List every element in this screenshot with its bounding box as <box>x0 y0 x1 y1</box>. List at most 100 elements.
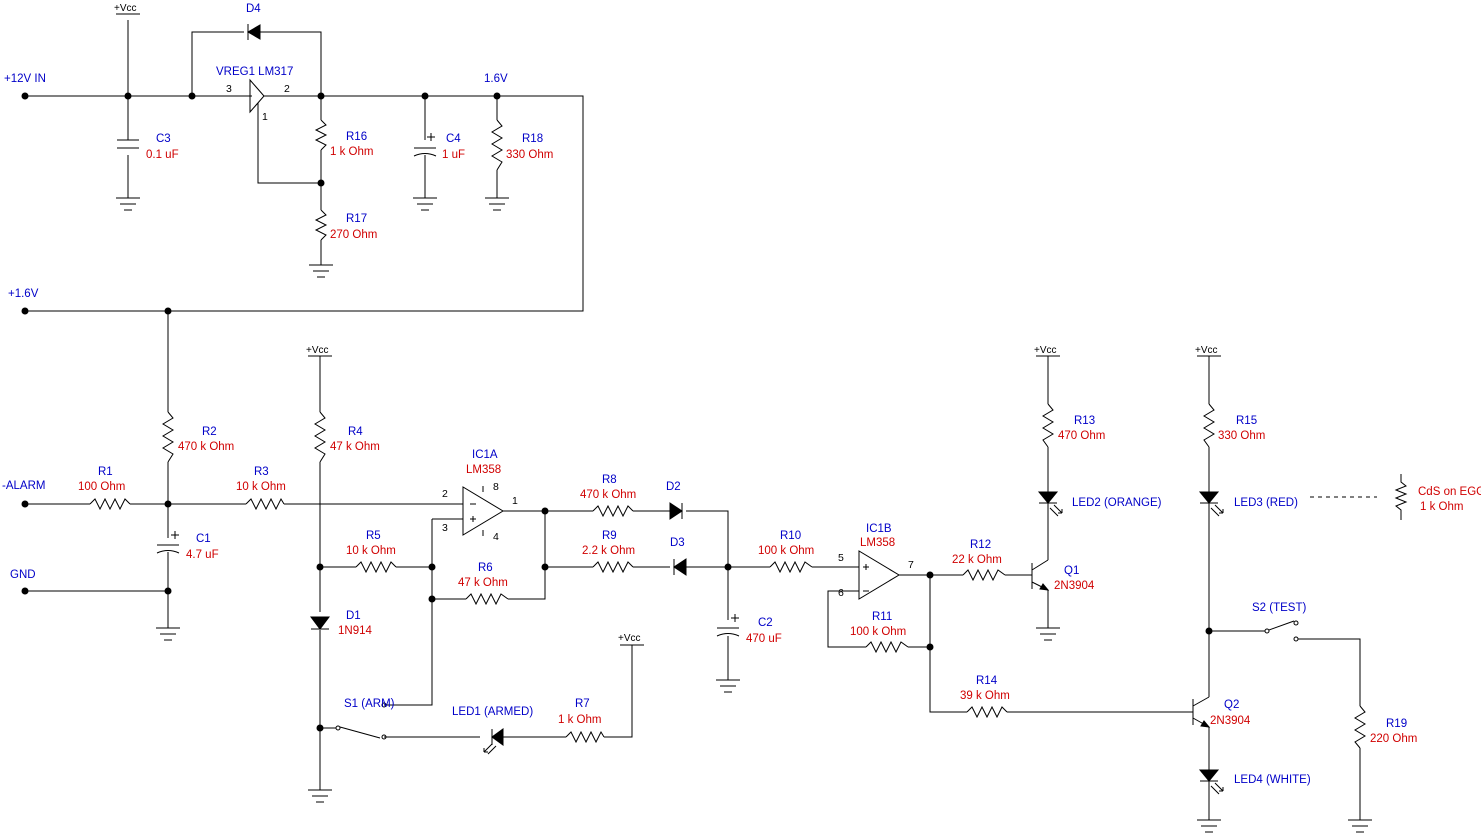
vreg1-ref: VREG1 LM317 <box>216 66 293 78</box>
r13-resistor: R13 470 Ohm <box>1042 403 1105 448</box>
vreg1-pin-out: 2 <box>284 83 290 95</box>
r11-ref: R11 <box>872 611 892 623</box>
d1-value: 1N914 <box>338 625 372 637</box>
r19-value: 220 Ohm <box>1370 733 1417 745</box>
r18-ref: R18 <box>522 133 543 145</box>
led3-ref: LED3 (RED) <box>1234 497 1298 509</box>
r1-resistor: R1 100 Ohm <box>78 466 131 511</box>
net-alarm: -ALARM <box>2 480 45 492</box>
c2-capacitor: C2 470 uF <box>716 614 782 645</box>
r16-ref: R16 <box>346 131 367 143</box>
r2-ref: R2 <box>202 426 217 438</box>
r16-resistor: R16 1 k Ohm <box>314 119 373 158</box>
net-gnd: GND <box>10 569 36 581</box>
ic1b-opamp: IC1B LM358 5 6 7 <box>838 523 914 600</box>
r13-ref: R13 <box>1074 415 1095 427</box>
ic1a-value: LM358 <box>466 464 501 476</box>
vreg1-pin-adj: 1 <box>262 111 268 123</box>
r10-value: 100 k Ohm <box>758 545 814 557</box>
r11-resistor: R11 100 k Ohm <box>850 611 909 654</box>
led2-ref: LED2 (ORANGE) <box>1072 497 1162 509</box>
net-12v-in: +12V IN <box>4 73 46 85</box>
d1-ref: D1 <box>346 610 361 622</box>
vcc-flag-q1: +Vcc <box>1034 345 1060 357</box>
r7-value: 1 k Ohm <box>558 714 601 726</box>
q2-ref: Q2 <box>1224 699 1239 711</box>
junction-dots <box>21 92 1213 732</box>
r2-resistor: R2 470 k Ohm <box>162 411 234 463</box>
q2-npn-transistor: Q2 2N3904 <box>1192 696 1251 728</box>
r17-value: 270 Ohm <box>330 229 377 241</box>
d1-diode: D1 1N914 <box>310 610 372 637</box>
ic1a-opamp: IC1A LM358 2 3 1 8 4 <box>442 449 518 543</box>
ic1b-value: LM358 <box>860 537 895 549</box>
r9-resistor: R9 2.2 k Ohm <box>582 530 635 574</box>
r1-value: 100 Ohm <box>78 481 125 493</box>
led1-ref: LED1 (ARMED) <box>452 706 533 718</box>
c3-capacitor: C3 0.1 uF <box>117 133 179 161</box>
r7-ref: R7 <box>575 698 590 710</box>
r6-resistor: R6 47 k Ohm <box>458 562 509 606</box>
led4-ref: LED4 (WHITE) <box>1234 774 1311 786</box>
vcc-flag-r7: +Vcc <box>618 633 644 646</box>
r18-resistor: R18 330 Ohm <box>491 119 553 171</box>
r4-ref: R4 <box>348 426 363 438</box>
c3-value: 0.1 uF <box>146 149 179 161</box>
c2-value: 470 uF <box>746 633 782 645</box>
d3-ref: D3 <box>670 537 685 549</box>
r14-ref: R14 <box>976 675 998 687</box>
ic1a-pin-3: 3 <box>442 522 448 534</box>
r14-resistor: R14 39 k Ohm <box>960 675 1010 719</box>
r15-resistor: R15 330 Ohm <box>1203 403 1265 448</box>
r9-ref: R9 <box>602 530 617 542</box>
vreg1-pin-in: 3 <box>226 83 232 95</box>
r6-ref: R6 <box>478 562 493 574</box>
r13-value: 470 Ohm <box>1058 430 1105 442</box>
ic1a-pin-4: 4 <box>493 531 499 543</box>
ic1a-ref: IC1A <box>472 449 498 461</box>
ic1a-pin-2: 2 <box>442 488 448 500</box>
led1-armed: LED1 (ARMED) <box>452 706 533 755</box>
vcc-label: +Vcc <box>1195 345 1218 356</box>
vcc-label: +Vcc <box>114 3 137 14</box>
r3-ref: R3 <box>254 466 269 478</box>
c4-capacitor: C4 1 uF <box>413 133 465 161</box>
s1-arm-switch: S1 (ARM) <box>335 698 395 740</box>
r8-value: 470 k Ohm <box>580 489 636 501</box>
c1-value: 4.7 uF <box>186 549 219 561</box>
vcc-label: +Vcc <box>306 345 329 356</box>
r12-resistor: R12 22 k Ohm <box>952 539 1006 582</box>
r8-ref: R8 <box>602 474 617 486</box>
r4-resistor: R4 47 k Ohm <box>314 411 380 463</box>
r10-resistor: R10 100 k Ohm <box>758 530 814 574</box>
s1-ref: S1 (ARM) <box>344 698 395 710</box>
vcc-flag-q2: +Vcc <box>1195 345 1221 357</box>
net-1v6-left: +1.6V <box>8 288 39 300</box>
q2-value: 2N3904 <box>1210 715 1251 727</box>
net-1v6-top: 1.6V <box>484 73 508 85</box>
d2-diode: D2 <box>666 481 683 520</box>
cds-value-2: 1 k Ohm <box>1420 501 1463 513</box>
c1-capacitor: C1 4.7 uF <box>156 531 219 561</box>
r14-value: 39 k Ohm <box>960 690 1010 702</box>
cds-photoresistor: CdS on EGG 1 k Ohm <box>1394 474 1481 520</box>
vcc-label: +Vcc <box>1034 345 1057 356</box>
r10-ref: R10 <box>780 530 801 542</box>
ground-symbols <box>116 197 1372 833</box>
r4-value: 47 k Ohm <box>330 441 380 453</box>
r19-ref: R19 <box>1386 718 1407 730</box>
d4-diode: D4 <box>246 3 261 40</box>
d4-ref: D4 <box>246 3 261 15</box>
r3-resistor: R3 10 k Ohm <box>236 466 286 511</box>
cds-value: CdS on EGG <box>1418 486 1481 498</box>
r7-resistor: R7 1 k Ohm <box>558 698 605 744</box>
vcc-label: +Vcc <box>618 633 641 644</box>
vreg1-lm317: VREG1 LM317 3 2 1 <box>216 66 293 123</box>
s2-test-switch: S2 (TEST) <box>1252 602 1306 642</box>
r15-ref: R15 <box>1236 415 1257 427</box>
vcc-flag-r4: +Vcc <box>306 345 332 357</box>
r15-value: 330 Ohm <box>1218 430 1265 442</box>
d2-ref: D2 <box>666 481 681 493</box>
r11-value: 100 k Ohm <box>850 626 906 638</box>
